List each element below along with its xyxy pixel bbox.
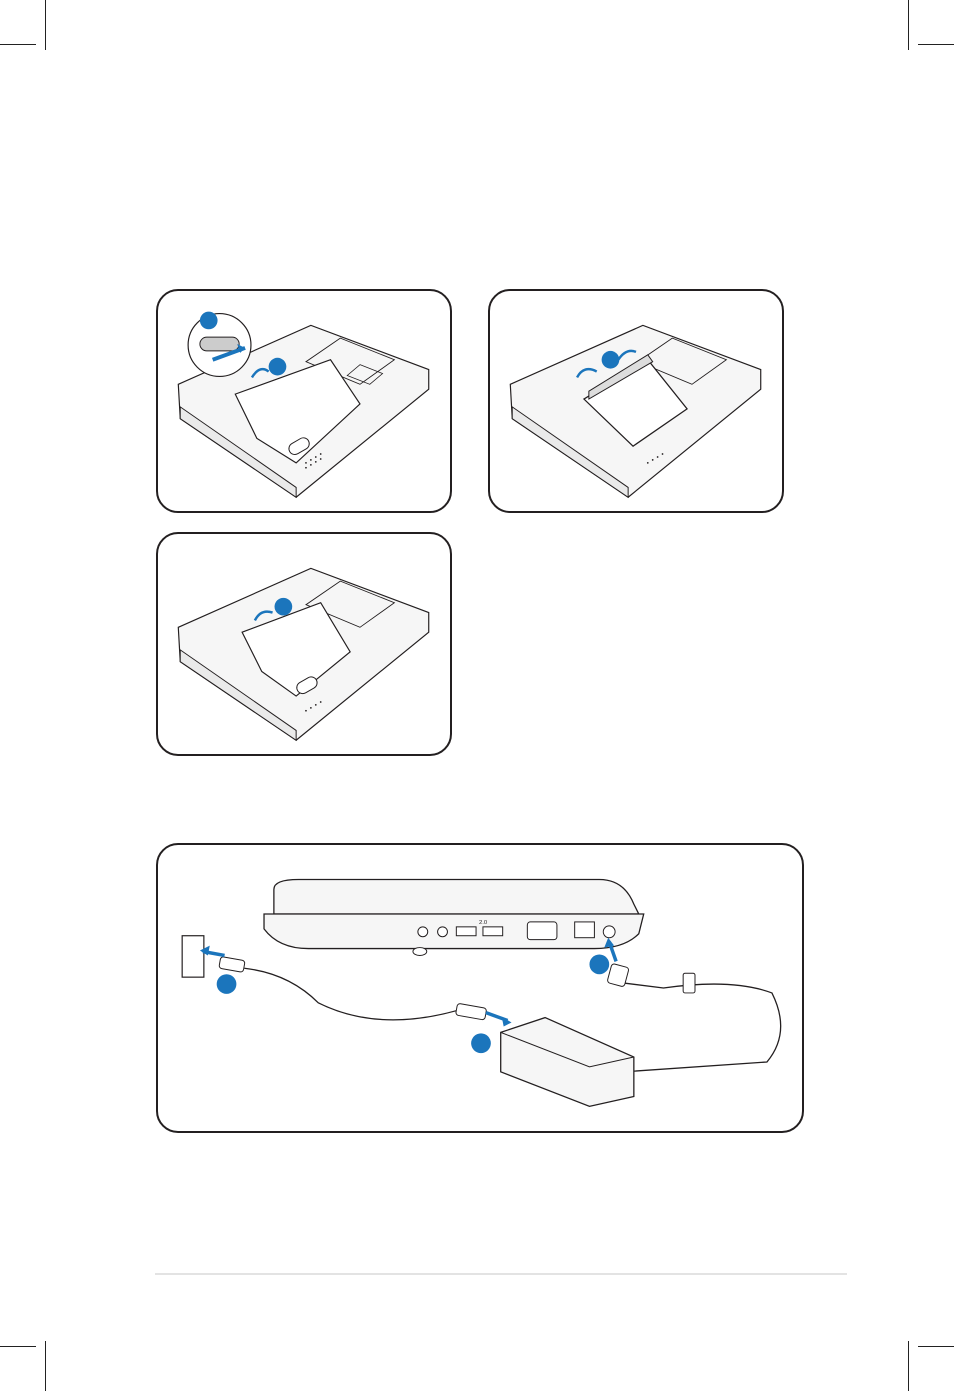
- step-marker-1: [200, 312, 218, 330]
- figure-battery-insert: [156, 532, 452, 756]
- crop-mark-br-v: [908, 1341, 909, 1391]
- crop-mark-tr-h: [918, 44, 954, 45]
- figure-battery-unlock-remove: [156, 289, 452, 513]
- figure-power-adapter-connection: 2.0: [156, 843, 804, 1133]
- step-marker-2: [269, 358, 287, 376]
- figure-battery-release-latches: [488, 289, 784, 513]
- step-marker-power-1: [217, 974, 237, 994]
- laptop-underside-illustration: [158, 291, 450, 511]
- laptop-battery-release-illustration: [490, 291, 782, 511]
- power-adapter-illustration: 2.0: [158, 845, 802, 1131]
- crop-mark-tl-h: [0, 44, 36, 45]
- crop-mark-bl-h: [0, 1346, 36, 1347]
- step-marker-power-3: [589, 954, 609, 974]
- crop-mark-tl-v: [45, 0, 46, 50]
- laptop-battery-insert-illustration: [158, 534, 450, 754]
- usb-version-label: 2.0: [479, 920, 488, 926]
- step-marker-3: [602, 351, 620, 369]
- crop-mark-tr-v: [908, 0, 909, 50]
- footer-rule: [155, 1273, 847, 1275]
- crop-mark-bl-v: [45, 1341, 46, 1391]
- step-marker-4: [275, 598, 293, 616]
- step-marker-power-2: [471, 1033, 491, 1053]
- crop-mark-br-h: [918, 1346, 954, 1347]
